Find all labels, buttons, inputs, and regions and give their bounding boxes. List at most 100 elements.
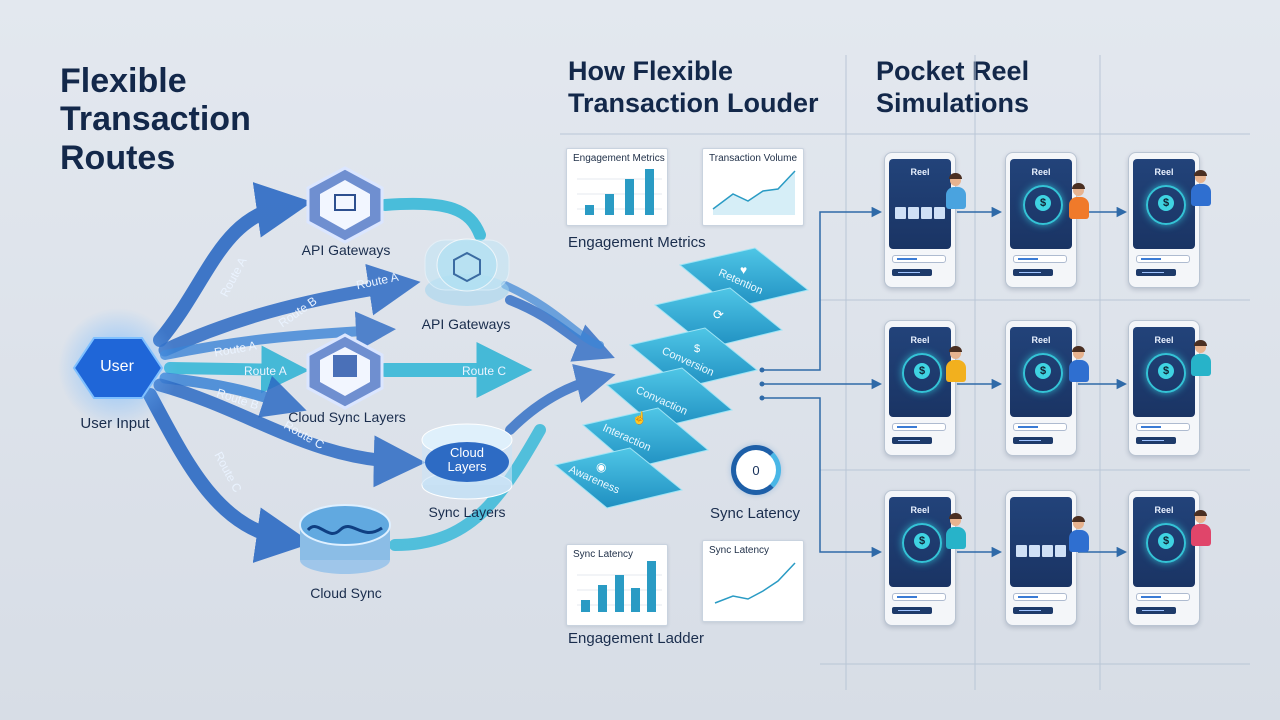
phone-screen: Reel: [1133, 497, 1195, 587]
api-gateways-label: API Gateways: [421, 316, 511, 332]
phone-action-button[interactable]: [1013, 607, 1053, 614]
person-illustration-icon: [945, 346, 967, 388]
slot-reels-icon: [1016, 545, 1066, 557]
person-illustration-icon: [1068, 183, 1090, 225]
user-node: [72, 337, 164, 399]
api-gateways-label: API Gateways: [301, 242, 391, 258]
phone-screen: Reel: [1133, 327, 1195, 417]
phone-action-button[interactable]: [1013, 269, 1053, 276]
phone-input-bar[interactable]: [1136, 593, 1190, 601]
reel-phone[interactable]: [1005, 490, 1077, 626]
card-title: Engagement Metrics: [573, 153, 665, 164]
phone-input-bar[interactable]: [1013, 593, 1067, 601]
coin-wheel-icon: [902, 523, 942, 563]
engagement-ladder-caption: Engagement Ladder: [568, 630, 704, 647]
reel-phone[interactable]: Reel: [884, 490, 956, 626]
gauge-value: 0: [752, 463, 760, 478]
reel-label: Reel: [1154, 335, 1174, 345]
reel-label: Reel: [1031, 167, 1051, 177]
phone-action-button[interactable]: [1013, 437, 1053, 444]
coin-wheel-icon: [902, 353, 942, 393]
person-illustration-icon: [945, 173, 967, 215]
phone-action-button[interactable]: [1136, 607, 1176, 614]
reel-label: Reel: [910, 167, 930, 177]
reel-label: Reel: [1031, 335, 1051, 345]
engagement-metrics-caption: Engagement Metrics: [568, 234, 706, 251]
sync-latency-label: Sync Latency: [709, 505, 801, 522]
reel-label: Reel: [1154, 505, 1174, 515]
person-illustration-icon: [1190, 510, 1212, 552]
connector-dots: [759, 367, 765, 401]
phone-input-bar[interactable]: [892, 593, 946, 601]
phone-action-button[interactable]: [1136, 269, 1176, 276]
card-title: Sync Latency: [573, 549, 634, 560]
coin-wheel-icon: [1023, 353, 1063, 393]
page-title-routes: Flexible Transaction Routes: [60, 62, 251, 177]
person-illustration-icon: [945, 513, 967, 555]
refresh-icon: ⟳: [713, 307, 724, 322]
reel-phone[interactable]: Reel: [1005, 152, 1077, 288]
coin-wheel-icon: [1146, 523, 1186, 563]
phone-input-bar[interactable]: [892, 255, 946, 263]
route-label: Route A: [244, 364, 287, 378]
phone-action-button[interactable]: [892, 607, 932, 614]
phone-input-bar[interactable]: [1013, 423, 1067, 431]
reel-label: Reel: [910, 505, 930, 515]
phone-screen: Reel: [889, 327, 951, 417]
coin-wheel-icon: [1146, 353, 1186, 393]
phone-screen: Reel: [1010, 159, 1072, 249]
person-illustration-icon: [1190, 340, 1212, 382]
api-gateway-hex-icon: [306, 166, 384, 244]
reel-phone[interactable]: Reel: [1128, 152, 1200, 288]
section-title-transaction: How Flexible Transaction Louder: [568, 56, 819, 118]
dollar-icon: $: [694, 343, 701, 355]
cloud-sync-disk-icon: [299, 504, 391, 574]
cloud-layers-node: [421, 423, 513, 500]
phone-screen: Reel: [889, 159, 951, 249]
sync-latency-bar-card: Sync Latency: [566, 544, 668, 626]
api-gateway-glass-icon: [424, 238, 510, 306]
user-input-label: User Input: [80, 415, 150, 432]
engagement-ladder: [553, 247, 810, 509]
section-title-reel-simulations: Pocket Reel Simulations: [876, 56, 1030, 118]
engagement-metrics-card: Engagement Metrics: [566, 148, 668, 226]
phone-screen: Reel: [1133, 159, 1195, 249]
phone-input-bar[interactable]: [1136, 255, 1190, 263]
reel-phone[interactable]: Reel: [1005, 320, 1077, 456]
hand-icon: ☝: [632, 411, 647, 425]
eye-icon: ◉: [596, 460, 607, 474]
phone-action-button[interactable]: [892, 269, 932, 276]
phone-input-bar[interactable]: [1013, 255, 1067, 263]
heart-icon: ♥: [740, 263, 748, 277]
reel-phone[interactable]: Reel: [1128, 490, 1200, 626]
reel-phone[interactable]: Reel: [884, 320, 956, 456]
person-illustration-icon: [1190, 170, 1212, 212]
reel-label: Reel: [910, 335, 930, 345]
cloud-sync-label: Cloud Sync: [310, 585, 382, 601]
card-title: Sync Latency: [709, 545, 770, 556]
cloud-layers-label: Cloud Layers: [447, 445, 487, 474]
reel-phone[interactable]: Reel: [884, 152, 956, 288]
user-node-label: User: [100, 358, 134, 375]
phone-input-bar[interactable]: [1136, 423, 1190, 431]
route-label: Route C: [462, 364, 507, 378]
sync-layers-label: Sync Layers: [428, 504, 506, 520]
phone-input-bar[interactable]: [892, 423, 946, 431]
reel-label: Reel: [1154, 167, 1174, 177]
phone-action-button[interactable]: [1136, 437, 1176, 444]
phone-screen: Reel: [1010, 327, 1072, 417]
card-title: Transaction Volume: [709, 153, 798, 164]
sync-latency-gauge: 0: [731, 445, 781, 495]
phone-screen: [1010, 497, 1072, 587]
slot-reels-icon: [895, 207, 945, 219]
coin-wheel-icon: [1146, 185, 1186, 225]
coin-wheel-icon: [1023, 185, 1063, 225]
route-arrows: [143, 182, 616, 563]
cloud-sync-layers-label: Cloud Sync Layers: [288, 409, 406, 425]
reel-phone[interactable]: Reel: [1128, 320, 1200, 456]
phone-action-button[interactable]: [892, 437, 932, 444]
cloud-sync-hex-icon: [306, 333, 384, 410]
phone-screen: Reel: [889, 497, 951, 587]
transaction-volume-card: Transaction Volume: [702, 148, 804, 226]
